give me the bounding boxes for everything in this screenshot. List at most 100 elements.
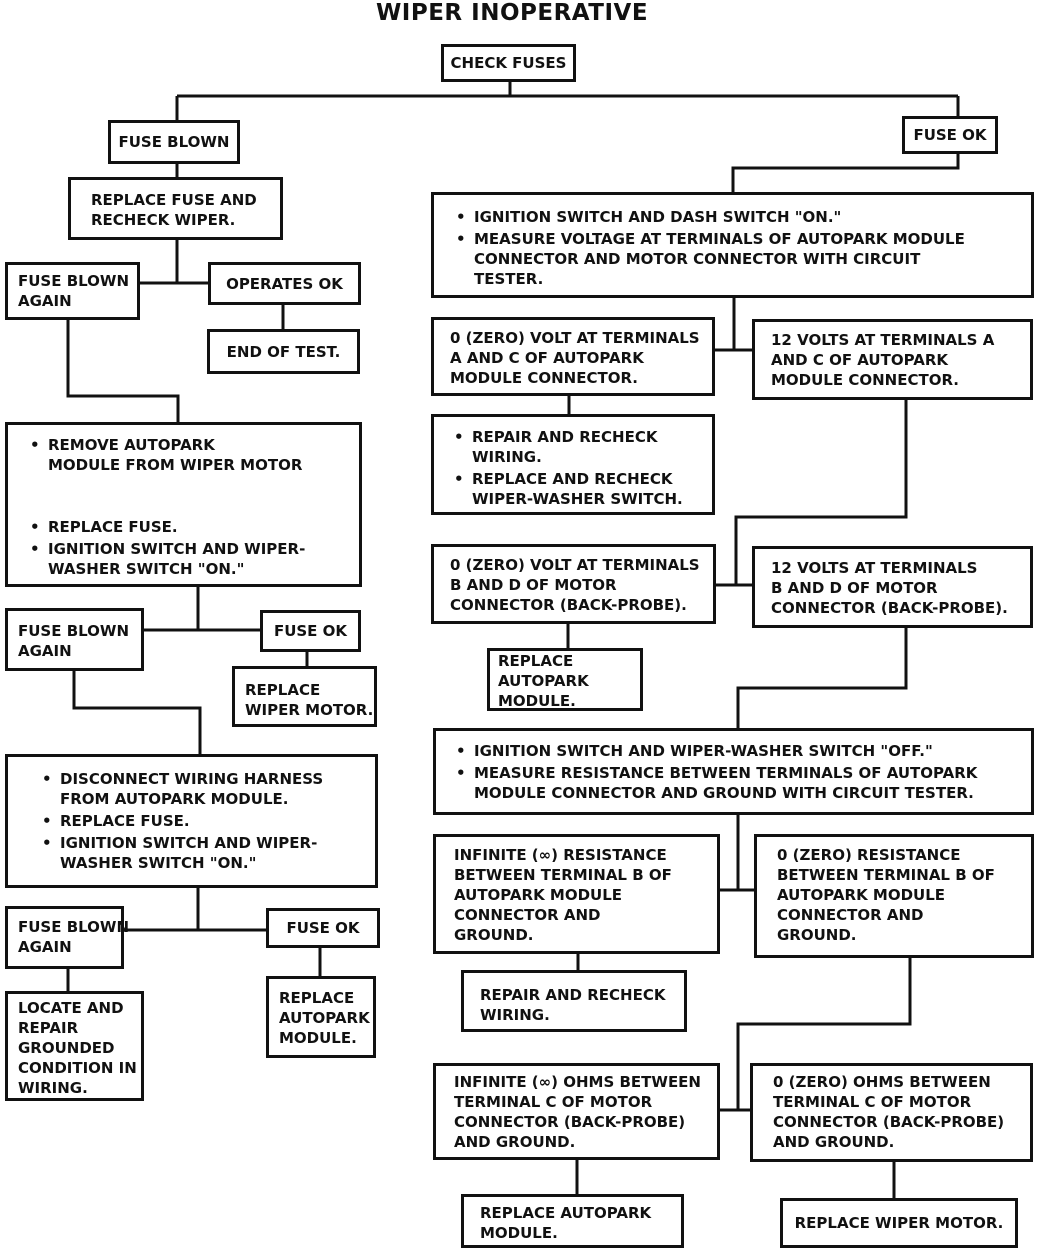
fuse-blown-again-box-3: FUSE BLOWN AGAIN: [5, 906, 130, 969]
fuse-blown-box: FUSE BLOWN: [108, 120, 240, 164]
zero-volt-bd-box: 0 (ZERO) VOLT AT TERMINALS B AND D OF MO…: [431, 544, 716, 624]
step-text: FROM AUTOPARK MODULE.: [60, 790, 289, 808]
step-text: MODULE CONNECTOR AND GROUND WITH CIRCUIT…: [474, 784, 974, 802]
step-text: REMOVE AUTOPARK: [48, 436, 215, 454]
step-text: WASHER SWITCH "ON.": [60, 854, 257, 872]
zero-volt-bd-line-3: CONNECTOR (BACK-PROBE).: [450, 596, 687, 614]
infinite-resistance-box: INFINITE (∞) RESISTANCE BETWEEN TERMINAL…: [433, 834, 720, 954]
repair-recheck-switch-box: REPAIR AND RECHECK WIRING. REPLACE AND R…: [431, 414, 715, 515]
fuse-ok-box-2: FUSE OK: [260, 610, 361, 652]
step-replace-washer-switch: REPLACE AND RECHECK WIPER-WASHER SWITCH.: [450, 469, 702, 509]
twelve-volts-bd-line-3: CONNECTOR (BACK-PROBE).: [771, 599, 1008, 617]
twelve-volts-ac-line-1: 12 VOLTS AT TERMINALS A: [771, 331, 995, 349]
zero-resistance-line-1: 0 (ZERO) RESISTANCE: [777, 846, 961, 864]
zero-ohms-line-2: TERMINAL C OF MOTOR: [773, 1093, 972, 1111]
zero-volt-ac-box: 0 (ZERO) VOLT AT TERMINALS A AND C OF AU…: [431, 317, 715, 396]
step-text: REPLACE FUSE.: [48, 518, 178, 536]
step-ignition-switch: IGNITION SWITCH AND WIPER- WASHER SWITCH…: [38, 833, 365, 873]
fuse-ok-2-label: FUSE OK: [273, 622, 348, 640]
repair-recheck-steps: REPAIR AND RECHECK WIRING. REPLACE AND R…: [450, 427, 702, 509]
fuse-ok-box: FUSE OK: [902, 116, 998, 154]
infinite-resistance-line-1: INFINITE (∞) RESISTANCE: [454, 846, 667, 864]
end-of-test-box: END OF TEST.: [207, 329, 360, 374]
step-text: REPAIR AND RECHECK: [472, 428, 658, 446]
zero-ohms-line-1: 0 (ZERO) OHMS BETWEEN: [773, 1073, 991, 1091]
replace-wiper-motor-2-label: REPLACE WIPER MOTOR.: [794, 1214, 1004, 1232]
step-text: IGNITION SWITCH AND WIPER-WASHER SWITCH …: [474, 742, 933, 760]
step-measure-resistance: MEASURE RESISTANCE BETWEEN TERMINALS OF …: [452, 763, 1021, 803]
step-text: IGNITION SWITCH AND WIPER-: [60, 834, 318, 852]
fuse-blown-label: FUSE BLOWN: [118, 133, 230, 151]
step-ignition-dash-switch: IGNITION SWITCH AND DASH SWITCH "ON.": [452, 207, 1021, 227]
twelve-volts-ac-line-2: AND C OF AUTOPARK: [771, 351, 948, 369]
zero-ohms-line-3: CONNECTOR (BACK-PROBE): [773, 1113, 1005, 1131]
disconnect-steps: DISCONNECT WIRING HARNESS FROM AUTOPARK …: [38, 769, 365, 873]
step-ignition-switch: IGNITION SWITCH AND WIPER- WASHER SWITCH…: [26, 539, 349, 579]
zero-volt-bd-line-2: B AND D OF MOTOR: [450, 576, 617, 594]
locate-repair-box: LOCATE AND REPAIR GROUNDED CONDITION IN …: [5, 991, 144, 1101]
zero-volt-ac-line-1: 0 (ZERO) VOLT AT TERMINALS: [450, 329, 700, 347]
infinite-ohms-box: INFINITE (∞) OHMS BETWEEN TERMINAL C OF …: [433, 1063, 720, 1160]
measure-voltage-steps: IGNITION SWITCH AND DASH SWITCH "ON." ME…: [452, 207, 1021, 289]
zero-resistance-line-2: BETWEEN TERMINAL B OF: [777, 866, 995, 884]
replace-fuse-recheck-box: REPLACE FUSE AND RECHECK WIPER.: [68, 177, 283, 240]
step-text: WIPER-WASHER SWITCH.: [472, 490, 683, 508]
check-fuses-label: CHECK FUSES: [450, 54, 567, 72]
zero-ohms-box: 0 (ZERO) OHMS BETWEEN TERMINAL C OF MOTO…: [750, 1063, 1033, 1162]
step-text: WASHER SWITCH "ON.": [48, 560, 245, 578]
locate-repair-line-3: GROUNDED: [18, 1039, 115, 1057]
step-ignition-off: IGNITION SWITCH AND WIPER-WASHER SWITCH …: [452, 741, 1021, 761]
repair-recheck-wiring-line-1: REPAIR AND RECHECK: [480, 986, 666, 1004]
zero-volt-ac-line-3: MODULE CONNECTOR.: [450, 369, 638, 387]
page-title: WIPER INOPERATIVE: [375, 0, 649, 26]
fuse-blown-again-box-2: FUSE BLOWN AGAIN: [5, 608, 144, 671]
replace-autopark-1-line-3: MODULE.: [279, 1029, 357, 1047]
disconnect-wiring-box: DISCONNECT WIRING HARNESS FROM AUTOPARK …: [5, 754, 378, 888]
fuse-ok-box-3: FUSE OK: [266, 908, 380, 948]
step-text: REPLACE AND RECHECK: [472, 470, 673, 488]
step-text: MEASURE VOLTAGE AT TERMINALS OF AUTOPARK…: [474, 230, 965, 248]
fuse-blown-again-2-line-1: FUSE BLOWN: [18, 622, 130, 640]
infinite-ohms-line-2: TERMINAL C OF MOTOR: [454, 1093, 653, 1111]
operates-ok-label: OPERATES OK: [226, 274, 343, 293]
replace-autopark-1-line-1: REPLACE: [279, 989, 355, 1007]
repair-recheck-wiring-box: REPAIR AND RECHECK WIRING.: [461, 970, 687, 1032]
zero-resistance-line-5: GROUND.: [777, 926, 857, 944]
step-text: WIRING.: [472, 448, 542, 466]
zero-volt-bd-line-1: 0 (ZERO) VOLT AT TERMINALS: [450, 556, 700, 574]
infinite-ohms-line-1: INFINITE (∞) OHMS BETWEEN: [454, 1073, 701, 1091]
fuse-blown-again-box-1: FUSE BLOWN AGAIN: [5, 262, 140, 320]
replace-autopark-3-line-2: MODULE.: [480, 1224, 558, 1242]
replace-autopark-2-line-2: AUTOPARK: [498, 672, 589, 690]
twelve-volts-bd-box: 12 VOLTS AT TERMINALS B AND D OF MOTOR C…: [752, 546, 1033, 628]
measure-resistance-box: IGNITION SWITCH AND WIPER-WASHER SWITCH …: [433, 728, 1034, 815]
step-measure-voltage: MEASURE VOLTAGE AT TERMINALS OF AUTOPARK…: [452, 229, 1021, 289]
infinite-resistance-line-3: AUTOPARK MODULE: [454, 886, 623, 904]
infinite-ohms-line-4: AND GROUND.: [454, 1133, 576, 1151]
step-repair-recheck-wiring: REPAIR AND RECHECK WIRING.: [450, 427, 702, 467]
locate-repair-line-5: WIRING.: [18, 1079, 88, 1097]
step-text: TESTER.: [474, 270, 544, 288]
twelve-volts-bd-line-2: B AND D OF MOTOR: [771, 579, 938, 597]
twelve-volts-bd-line-1: 12 VOLTS AT TERMINALS: [771, 559, 978, 577]
step-text: MEASURE RESISTANCE BETWEEN TERMINALS OF …: [474, 764, 978, 782]
fuse-blown-again-3-line-2: AGAIN: [18, 938, 72, 956]
fuse-ok-label: FUSE OK: [913, 126, 987, 144]
replace-wiper-motor-box-2: REPLACE WIPER MOTOR.: [780, 1198, 1018, 1248]
fuse-blown-again-3-line-1: FUSE BLOWN: [18, 918, 130, 936]
measure-voltage-box: IGNITION SWITCH AND DASH SWITCH "ON." ME…: [431, 192, 1034, 298]
replace-autopark-1-line-2: AUTOPARK: [279, 1009, 370, 1027]
replace-wiper-motor-1-line-2: WIPER MOTOR.: [245, 701, 374, 719]
replace-fuse-line-1: REPLACE FUSE AND: [91, 191, 257, 209]
step-replace-fuse: REPLACE FUSE.: [26, 517, 349, 537]
zero-resistance-line-3: AUTOPARK MODULE: [777, 886, 946, 904]
infinite-resistance-line-4: CONNECTOR AND: [454, 906, 601, 924]
infinite-ohms-line-3: CONNECTOR (BACK-PROBE): [454, 1113, 686, 1131]
twelve-volts-ac-box: 12 VOLTS AT TERMINALS A AND C OF AUTOPAR…: [752, 319, 1033, 400]
fuse-blown-again-1-line-1: FUSE BLOWN: [18, 272, 130, 290]
replace-autopark-box-2: REPLACE AUTOPARK MODULE.: [487, 648, 643, 711]
replace-fuse-line-2: RECHECK WIPER.: [91, 211, 236, 229]
check-fuses-box: CHECK FUSES: [441, 44, 576, 82]
zero-ohms-line-4: AND GROUND.: [773, 1133, 895, 1151]
